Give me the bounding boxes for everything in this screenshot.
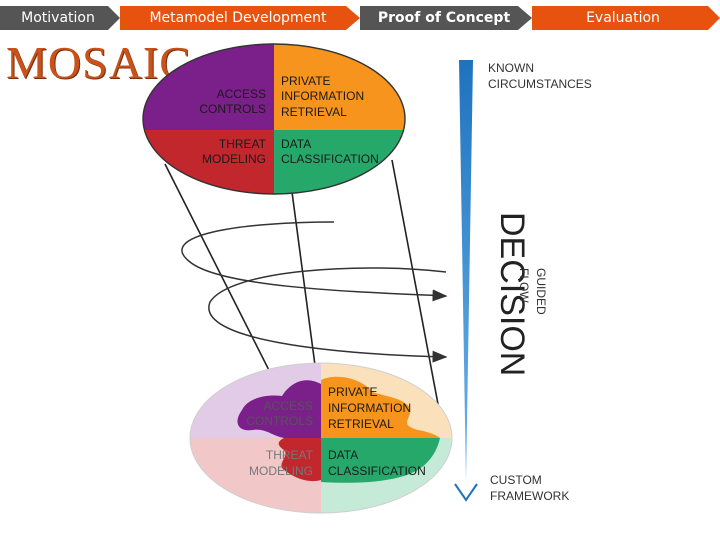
custom-framework-label-2: FRAMEWORK [490,489,569,503]
decision-label: DECISION [493,212,531,376]
top-threat-label-1: THREAT [219,137,267,151]
nav-step-motivation-shape[interactable] [0,6,120,30]
flow-swirl [181,221,448,363]
top-access-label-2: CONTROLS [199,102,266,116]
bottom-threat-label-1: THREAT [266,448,314,462]
top-pir-label-1: PRIVATE [281,74,331,88]
mosaic-title: MOSAIC [6,37,191,88]
custom-framework-label-1: CUSTOM [490,473,542,487]
bottom-pir-blob [321,376,440,438]
decision-flow-arrowhead [454,483,478,502]
decision-flow-wedge [459,60,473,482]
bottom-pir-label-2: INFORMATION [328,401,411,415]
bottom-access-label-1: ACCESS [264,399,313,413]
top-access-label-1: ACCESS [217,87,266,101]
known-circumstances-label-1: KNOWN [488,61,534,75]
bottom-data-label-2: CLASSIFICATION [328,464,426,478]
top-threat-label-2: MODELING [202,152,266,166]
nav-step-motivation[interactable]: Motivation [21,10,95,26]
known-circumstances-label-2: CIRCUMSTANCES [488,77,592,91]
top-ellipse [143,44,405,194]
bottom-threat-label-2: MODELING [249,464,313,478]
nav-step-evaluation[interactable]: Evaluation [586,10,660,26]
nav-step-evaluation-shape[interactable] [532,6,720,30]
progress-nav: Motivation Metamodel Development Proof o… [0,0,720,36]
nav-arrows [0,6,720,30]
nav-step-metamodel[interactable]: Metamodel Development [149,10,327,26]
nav-step-proof-shape[interactable] [360,6,532,30]
flow-label: FLOW [517,268,531,303]
bottom-data-label-1: DATA [328,448,358,462]
bottom-data-blob [321,438,440,483]
top-pir-label-2: INFORMATION [281,89,364,103]
guided-label: GUIDED [534,268,548,315]
bottom-pir-label-1: PRIVATE [328,385,378,399]
top-data-label-2: CLASSIFICATION [281,152,379,166]
top-data-label-1: DATA [281,137,311,151]
top-pir-label-3: RETRIEVAL [281,105,347,119]
nav-step-proof-of-concept[interactable]: Proof of Concept [377,10,511,26]
bottom-access-blob [237,380,321,438]
bottom-pir-label-3: RETRIEVAL [328,417,394,431]
nav-step-metamodel-shape[interactable] [120,6,360,30]
bottom-access-label-2: CONTROLS [246,414,313,428]
bottom-threat-blob [278,438,321,482]
bottom-ellipse [190,363,452,513]
